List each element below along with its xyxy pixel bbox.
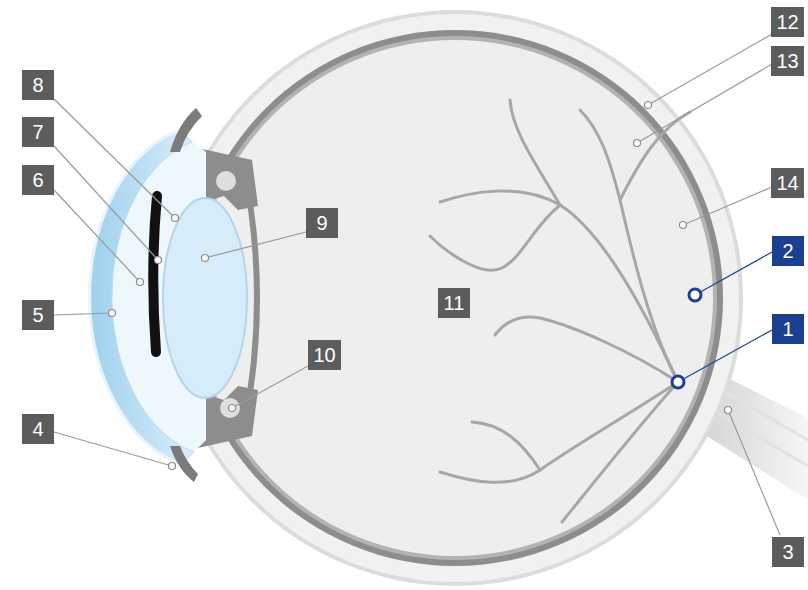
- leader-line: [54, 146, 158, 260]
- callout-number: 13: [771, 46, 804, 76]
- callout-number: 10: [308, 340, 341, 370]
- sclera: [171, 14, 739, 582]
- leader-dot: [109, 310, 116, 317]
- callout-number: 6: [22, 165, 54, 195]
- leader-line: [54, 99, 175, 218]
- sclera-outline: [167, 10, 743, 586]
- leader-dot: [202, 255, 209, 262]
- leader-dot: [680, 222, 687, 229]
- leader-line: [54, 190, 140, 282]
- blood-vessel: [430, 205, 560, 270]
- leader-line: [232, 366, 308, 408]
- callout-number: 11: [438, 288, 470, 318]
- callout-number: 14: [771, 168, 804, 198]
- leader-line: [683, 187, 772, 225]
- leader-lines: [54, 34, 780, 535]
- leader-line: [678, 330, 772, 382]
- leader-dot: [169, 463, 176, 470]
- blood-vessel: [472, 422, 540, 470]
- leader-dot: [645, 102, 652, 109]
- lens: [163, 198, 247, 398]
- leader-line: [695, 252, 772, 295]
- blood-vessel: [495, 317, 678, 382]
- leader-dots: [109, 102, 732, 470]
- ciliary-muscle: [216, 171, 236, 191]
- choroid: [212, 30, 723, 566]
- eyelid: [170, 108, 202, 152]
- callout-number: 8: [22, 70, 54, 100]
- leader-line: [205, 232, 306, 258]
- blood-vessel: [510, 100, 560, 205]
- leader-line: [54, 313, 112, 315]
- callout-number: 4: [22, 414, 54, 444]
- leader-line: [54, 432, 172, 466]
- leader-dot: [137, 279, 144, 286]
- blood-vessel: [580, 110, 678, 382]
- leader-dot: [229, 405, 236, 412]
- ciliary-muscle: [220, 398, 240, 418]
- callout-number: 2: [772, 236, 804, 266]
- retina: [212, 36, 717, 560]
- leader-dot: [155, 257, 162, 264]
- marker-ring: [689, 289, 701, 301]
- iris: [153, 196, 157, 352]
- leader-dot: [172, 215, 179, 222]
- leader-dot: [634, 140, 641, 147]
- leader-line: [728, 410, 780, 535]
- leader-dot: [725, 407, 732, 414]
- callout-number: 12: [771, 7, 804, 37]
- leader-line: [648, 34, 772, 105]
- blood-vessel: [620, 112, 690, 200]
- callout-number: 9: [306, 208, 338, 238]
- callout-number: 1: [772, 314, 804, 344]
- callout-number: 3: [772, 537, 804, 567]
- marker-ring: [672, 376, 684, 388]
- callout-number: 5: [22, 300, 54, 330]
- vitreous-body: [212, 40, 713, 556]
- leader-line: [637, 64, 772, 143]
- blood-vessel: [440, 382, 678, 482]
- blood-vessels: [430, 100, 690, 522]
- blood-vessel: [562, 382, 678, 522]
- callout-number: 7: [22, 117, 54, 147]
